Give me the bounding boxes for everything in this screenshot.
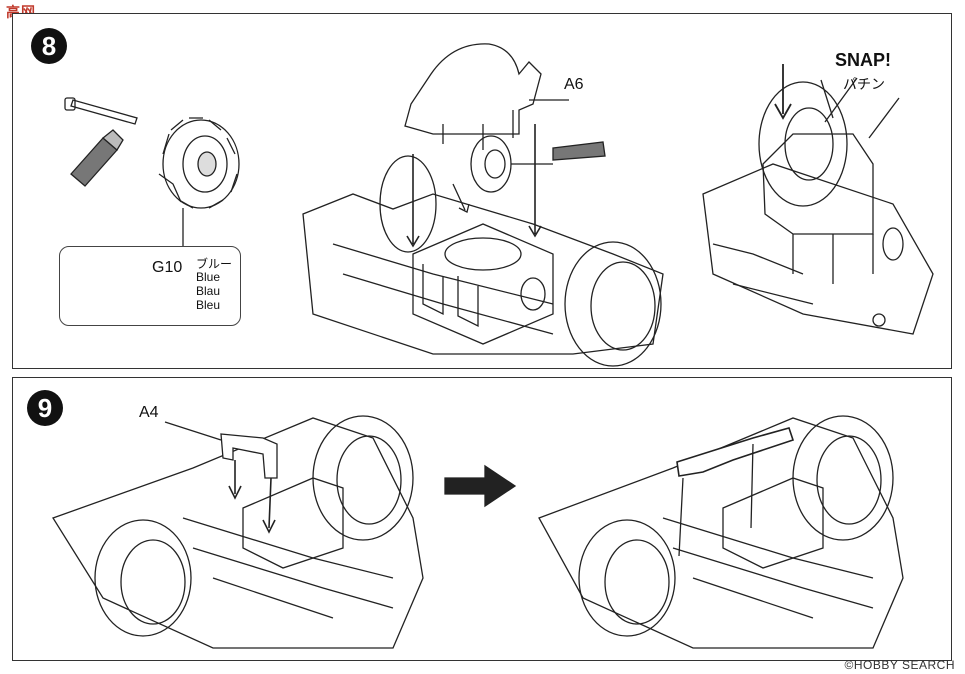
watermark-hobbysearch: ©HOBBY SEARCH — [844, 658, 955, 672]
chassis-after — [538, 415, 904, 649]
progress-arrow-icon — [444, 464, 517, 508]
snap-assembled-view — [702, 64, 934, 335]
part-label-a4: A4 — [139, 404, 159, 421]
gear-color-jp: ブルー — [196, 257, 233, 271]
g10-callout: G10 ブルー Blue Blau Bleu — [59, 246, 241, 326]
gear-color-fr: Bleu — [196, 298, 221, 312]
chassis-before — [52, 415, 424, 649]
step-8-panel: 8 — [12, 13, 952, 369]
step-8-badge: 8 — [31, 28, 67, 64]
snap-label: SNAP! — [835, 50, 892, 70]
gear-color-de: Blau — [196, 284, 221, 298]
g10-gear — [158, 117, 240, 209]
chassis-motor-assembly — [302, 43, 664, 367]
step-9-illustration — [52, 415, 904, 649]
step-9-badge: 9 — [27, 390, 63, 426]
step-9-panel: 9 — [12, 377, 952, 661]
gear-code-label: G10 — [152, 259, 183, 276]
snap-label-jp: パチン — [843, 76, 885, 92]
grease-tube-icon — [70, 129, 124, 187]
step-8-illustration — [64, 43, 934, 367]
gear-color-en: Blue — [196, 270, 221, 284]
part-label-a6: A6 — [564, 76, 584, 93]
axle-shaft — [64, 97, 138, 125]
